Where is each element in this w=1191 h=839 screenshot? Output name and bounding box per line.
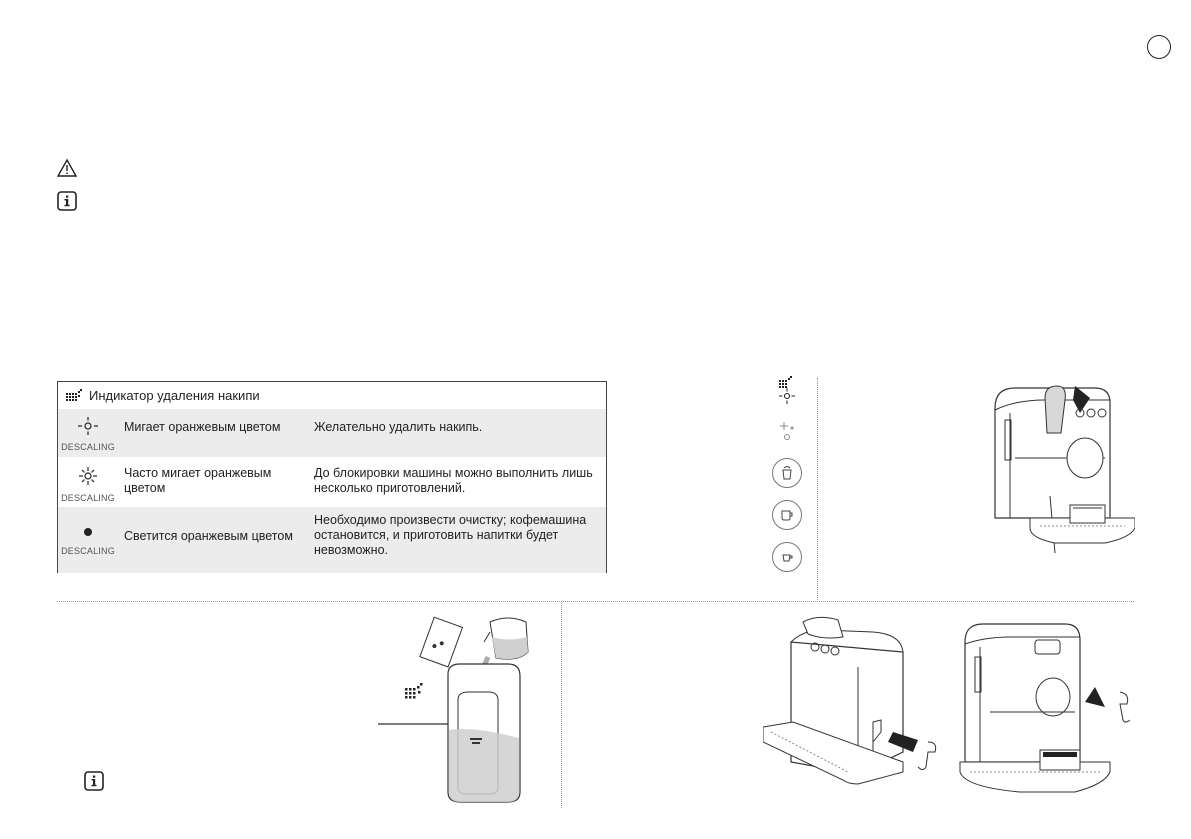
light-solid-icon (84, 528, 92, 536)
light-slow-blink-icon (777, 388, 797, 409)
descaling-caption: DESCALING (61, 493, 115, 503)
row-description: Желательно удалить накипь. (314, 420, 483, 434)
machine-illustration-front (955, 612, 1145, 812)
water-tank-illustration (378, 612, 538, 812)
descaling-icon (66, 388, 82, 401)
cup-large-button-icon (772, 500, 802, 530)
row-description: До блокировки машины можно выполнить лиш… (314, 466, 593, 495)
info-icon (84, 771, 104, 791)
table-title: Индикатор удаления накипи (89, 388, 260, 403)
row-state: Часто мигает оранжевым цветом (124, 466, 272, 495)
row-state: Мигает оранжевым цветом (124, 420, 281, 434)
descaling-caption: DESCALING (61, 442, 115, 452)
warning-icon (56, 158, 78, 178)
descaling-icon (778, 376, 796, 395)
light-slow-blink-icon (78, 417, 98, 435)
info-icon (57, 191, 77, 211)
machine-illustration-rear (762, 612, 943, 792)
table-row: DESCALING Часто мигает оранжевым цветом … (58, 457, 606, 507)
descaling-caption: DESCALING (61, 546, 115, 556)
separator-vertical (561, 603, 562, 808)
sparkle-light-icon (778, 420, 796, 447)
row-description: Необходимо произвести очистку; кофемашин… (314, 513, 587, 557)
descaling-icon (404, 682, 426, 705)
row-icon-cell: DESCALING (58, 525, 118, 559)
table-row: DESCALING Мигает оранжевым цветом Желате… (58, 409, 606, 457)
separator-vertical (817, 378, 818, 600)
milk-button-icon (772, 458, 802, 488)
row-state: Светится оранжевым цветом (124, 529, 293, 543)
machine-illustration-top (985, 378, 1136, 558)
separator-horizontal (57, 601, 1134, 602)
row-icon-cell: DESCALING (58, 417, 118, 455)
page-number-badge (1147, 35, 1171, 59)
cup-small-button-icon (772, 542, 802, 572)
table-row: DESCALING Светится оранжевым цветом Необ… (58, 507, 606, 573)
light-fast-blink-icon (79, 467, 97, 485)
table-header: Индикатор удаления накипи (58, 382, 606, 409)
descaling-indicator-table: Индикатор удаления накипи DESCALING Мига… (57, 381, 607, 573)
row-icon-cell: DESCALING (58, 466, 118, 506)
